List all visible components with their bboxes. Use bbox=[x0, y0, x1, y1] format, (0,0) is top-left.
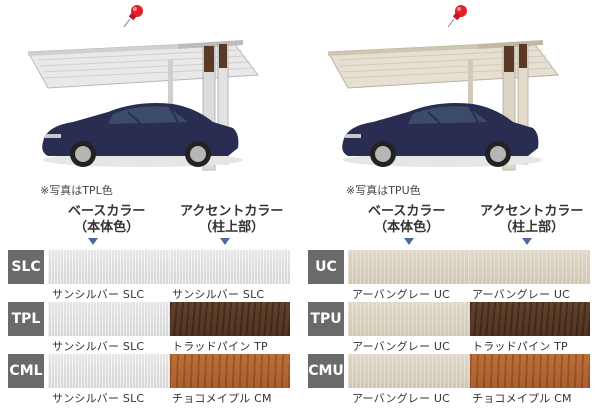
push-pin-icon bbox=[447, 5, 467, 28]
color-row-tpu[interactable]: TPU アーバングレー UC トラッドパイン TP bbox=[308, 302, 598, 354]
accent-color-label: サンシルバー SLC bbox=[172, 288, 265, 301]
accent-color-title: アクセントカラー bbox=[180, 204, 284, 219]
accent-color-label: アーバングレー UC bbox=[472, 288, 571, 301]
color-row-slc[interactable]: SLC サンシルバー SLC サンシルバー SLC bbox=[8, 250, 298, 302]
base-color-label: サンシルバー SLC bbox=[52, 288, 145, 301]
color-row-cml[interactable]: CML サンシルバー SLC チョコメイプル CM bbox=[8, 354, 298, 406]
base-color-label: アーバングレー UC bbox=[352, 288, 451, 301]
accent-swatch bbox=[470, 302, 590, 336]
color-code-badge: CMU bbox=[308, 354, 344, 388]
accent-color-title: アクセントカラー bbox=[480, 204, 584, 219]
base-swatch bbox=[348, 354, 470, 388]
color-code-badge: CML bbox=[8, 354, 44, 388]
base-color-label: アーバングレー UC bbox=[352, 392, 451, 405]
base-color-label: アーバングレー UC bbox=[352, 340, 451, 353]
color-row-uc[interactable]: UC アーバングレー UC アーバングレー UC bbox=[308, 250, 598, 302]
base-color-label: サンシルバー SLC bbox=[52, 340, 145, 353]
color-row-cmu[interactable]: CMU アーバングレー UC チョコメイプル CM bbox=[308, 354, 598, 406]
photo-caption: ※写真はTPL色 bbox=[40, 184, 113, 197]
base-color-header: ベースカラー （本体色） bbox=[368, 204, 445, 236]
accent-swatch bbox=[470, 354, 590, 388]
photo-caption: ※写真はTPU色 bbox=[346, 184, 421, 197]
base-swatch bbox=[348, 250, 470, 284]
base-swatch bbox=[48, 302, 170, 336]
accent-color-header: アクセントカラー （柱上部） bbox=[480, 204, 583, 236]
carport-photo bbox=[328, 40, 559, 171]
accent-arrow-icon bbox=[220, 238, 230, 245]
base-color-title: ベースカラー bbox=[368, 204, 446, 219]
accent-arrow-icon bbox=[522, 238, 532, 245]
base-arrow-icon bbox=[404, 238, 414, 245]
base-color-header: ベースカラー （本体色） bbox=[68, 204, 145, 236]
base-color-subtitle: （本体色） bbox=[74, 220, 140, 235]
accent-color-header: アクセントカラー （柱上部） bbox=[180, 204, 283, 236]
accent-color-label: チョコメイプル CM bbox=[172, 392, 272, 405]
color-row-tpl[interactable]: TPL サンシルバー SLC トラッドパイン TP bbox=[8, 302, 298, 354]
color-code-badge: SLC bbox=[8, 250, 44, 284]
base-color-title: ベースカラー bbox=[68, 204, 146, 219]
accent-color-label: トラッドパイン TP bbox=[472, 340, 568, 353]
base-swatch bbox=[348, 302, 470, 336]
color-code-badge: TPU bbox=[308, 302, 344, 336]
base-color-label: サンシルバー SLC bbox=[52, 392, 145, 405]
accent-color-subtitle: （柱上部） bbox=[199, 220, 265, 235]
accent-color-label: チョコメイプル CM bbox=[472, 392, 572, 405]
right-panel: ※写真はTPU色 ベースカラー （本体色） アクセントカラー （柱上部） UC … bbox=[308, 0, 598, 420]
left-panel: ※写真はTPL色 ベースカラー （本体色） アクセントカラー （柱上部） SLC… bbox=[8, 0, 298, 420]
base-arrow-icon bbox=[88, 238, 98, 245]
carport-photo bbox=[28, 40, 259, 171]
color-code-badge: TPL bbox=[8, 302, 44, 336]
color-code-badge: UC bbox=[308, 250, 344, 284]
accent-color-label: トラッドパイン TP bbox=[172, 340, 268, 353]
accent-color-subtitle: （柱上部） bbox=[499, 220, 565, 235]
base-swatch bbox=[48, 250, 170, 284]
accent-swatch bbox=[170, 302, 290, 336]
accent-swatch bbox=[170, 354, 290, 388]
base-swatch bbox=[48, 354, 170, 388]
base-color-subtitle: （本体色） bbox=[374, 220, 440, 235]
accent-swatch bbox=[470, 250, 590, 284]
accent-swatch bbox=[170, 250, 290, 284]
push-pin-icon bbox=[123, 5, 143, 28]
